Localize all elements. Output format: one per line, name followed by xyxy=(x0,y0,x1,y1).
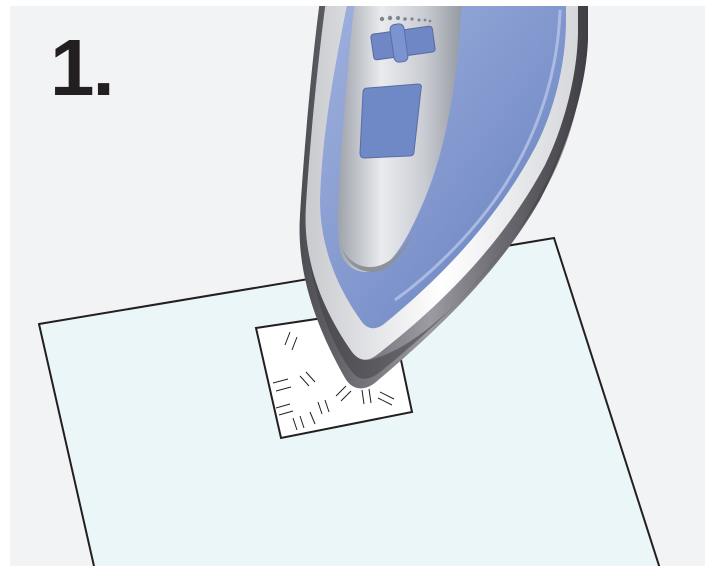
illustration-stage: 1. xyxy=(0,0,715,570)
ironing-illustration xyxy=(0,0,715,570)
